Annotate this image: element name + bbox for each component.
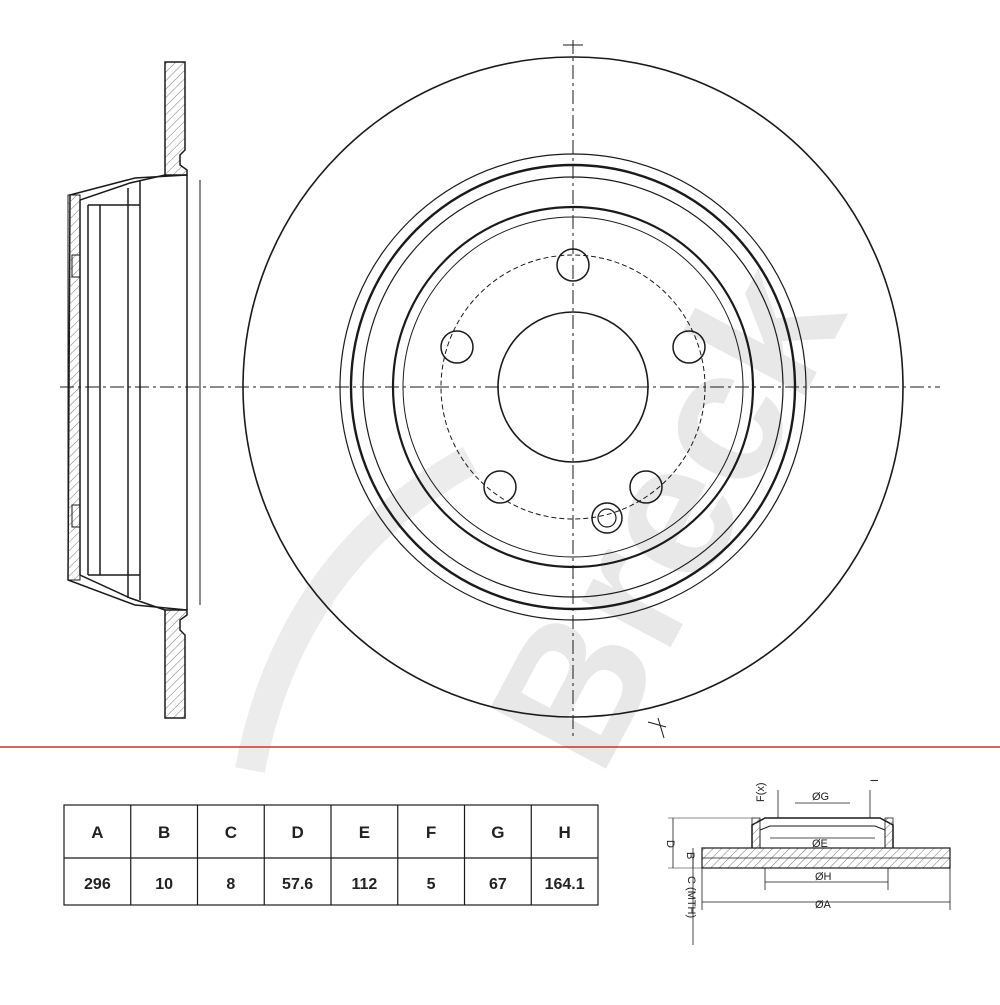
bolt-hole-lower-right [629,470,663,504]
hat-outer-ring [362,176,784,598]
bolt-hole-left [440,330,474,364]
hat-step-ring [402,216,744,558]
cross-section-view [668,790,951,945]
hat-inner-ring [391,205,755,569]
locating-screw-inner [597,508,617,528]
label-a: ØA [815,899,832,911]
spec-table: A 296 B 10 C 8 D 57.6 E 112 F 5 G 67 H 164.1 [63,804,599,906]
label-d: D [664,840,676,848]
friction-ring-outer [339,153,807,621]
table-value-f: 5 [427,876,436,893]
bolt-hole-right [672,330,706,364]
side-section-view [67,61,201,719]
table-header-h: H [558,823,570,842]
table-header-d: D [291,823,303,842]
bolt-hole-top [556,248,590,282]
locating-screw-outer [591,502,623,534]
table-value-g: 67 [489,876,507,893]
bolt-circle [440,254,706,520]
disc-outer-edge [242,56,904,718]
label-i: I [869,779,881,782]
label-g: ØG [812,791,829,803]
table-header-g: G [491,823,504,842]
cross-section-labels: F(x) ØG I ØE ØH ØA D B C (MTH) [664,779,881,918]
table-value-h: 164.1 [545,876,585,893]
bolt-hole-lower-left [483,470,517,504]
label-e: ØE [812,838,828,850]
table-value-b: 10 [155,876,173,893]
table-value-e: 112 [351,876,377,893]
table-header-e: E [359,823,370,842]
label-b: B [684,852,696,859]
table-value-d: 57.6 [282,876,313,893]
table-value-c: 8 [226,876,235,893]
label-c: C (MTH) [685,876,697,918]
table-header-b: B [158,823,170,842]
svg-text:Breck: Breck [449,233,884,799]
label-h: ØH [815,871,832,883]
center-bore [497,311,649,463]
friction-ring-inner [349,163,797,611]
front-view-disc [60,40,940,740]
table-header-c: C [225,823,237,842]
brand-watermark: Breck [235,233,884,799]
label-f: F(x) [755,782,767,802]
table-header-f: F [426,823,436,842]
table-value-a: 296 [84,876,111,893]
table-header-a: A [91,823,103,842]
upper-flange [164,61,188,176]
lower-flange [164,609,188,719]
